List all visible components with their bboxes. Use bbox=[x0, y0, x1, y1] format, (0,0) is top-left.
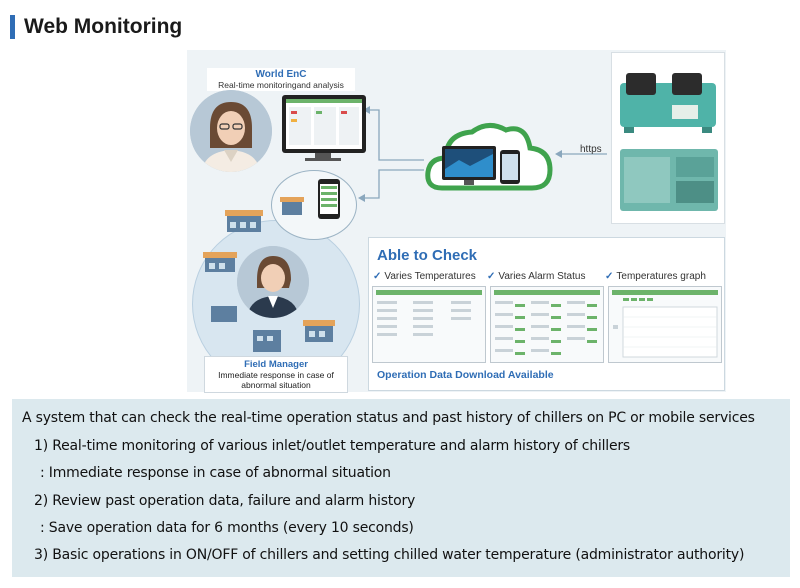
man-avatar-icon bbox=[237, 246, 309, 318]
world-enc-subtitle: Real-time monitoringand analysis bbox=[218, 80, 344, 90]
flow-arrows bbox=[358, 106, 607, 202]
description-panel: A system that can check the real-time op… bbox=[12, 399, 790, 577]
checkmark-icon: ✓ bbox=[487, 271, 496, 282]
description-line-2: 2) Review past operation data, failure a… bbox=[34, 493, 416, 509]
field-manager-subtitle-line1: Immediate response in case of bbox=[218, 370, 334, 380]
check-item-alarm-status: ✓Varies Alarm Status bbox=[487, 271, 585, 282]
description-line-1-detail: : Immediate response in case of abnormal… bbox=[40, 465, 391, 481]
monitor-stand bbox=[315, 153, 331, 159]
field-manager-title: Field Manager bbox=[244, 359, 308, 370]
check-item-temperature-graph: ✓Temperatures graph bbox=[605, 271, 706, 282]
field-manager-avatar bbox=[237, 246, 309, 318]
description-line-3: 3) Basic operations in ON/OFF of chiller… bbox=[34, 547, 745, 563]
page-title: Web Monitoring bbox=[24, 15, 183, 38]
temperatures-screenshot bbox=[372, 286, 486, 363]
monitor-screen bbox=[286, 99, 362, 149]
check-item-temperatures: ✓Varies Temperatures bbox=[373, 271, 476, 282]
checkmark-icon: ✓ bbox=[605, 271, 614, 282]
monitor-base bbox=[305, 158, 341, 161]
world-enc-label: World EnC Real-time monitoringand analys… bbox=[207, 68, 355, 91]
field-manager-subtitle-line2: abnormal situation bbox=[241, 380, 311, 390]
https-label: https bbox=[580, 144, 602, 155]
able-to-check-title: Able to Check bbox=[377, 247, 478, 264]
description-line-2-detail: : Save operation data for 6 months (ever… bbox=[40, 520, 414, 536]
arrow-to-mobile bbox=[365, 169, 424, 199]
chiller-unit-icon bbox=[620, 73, 718, 211]
section-header: Web Monitoring bbox=[10, 15, 182, 39]
dashboard-preview bbox=[286, 99, 362, 145]
arrow-to-enc bbox=[370, 109, 424, 161]
description-intro: A system that can check the real-time op… bbox=[22, 410, 755, 426]
desktop-monitor bbox=[282, 95, 366, 153]
mobile-phone-icon bbox=[280, 179, 340, 219]
field-manager-label: Field Manager Immediate response in case… bbox=[204, 356, 348, 393]
chiller-equipment-panel bbox=[611, 52, 725, 224]
heading-accent-bar bbox=[10, 15, 15, 39]
check-item-label: Temperatures graph bbox=[616, 271, 706, 282]
download-note: Operation Data Download Available bbox=[377, 369, 554, 381]
description-line-1: 1) Real-time monitoring of various inlet… bbox=[34, 438, 631, 454]
alarm-status-screenshot bbox=[490, 286, 604, 363]
woman-avatar-icon bbox=[190, 90, 272, 172]
world-enc-avatar bbox=[190, 90, 272, 172]
cloud-icon bbox=[425, 123, 553, 191]
check-item-label: Varies Temperatures bbox=[384, 271, 476, 282]
able-to-check-panel: Able to Check ✓Varies Temperatures ✓Vari… bbox=[368, 237, 725, 391]
check-item-label: Varies Alarm Status bbox=[498, 271, 586, 282]
cloud-server bbox=[424, 120, 554, 196]
world-enc-title: World EnC bbox=[255, 69, 307, 80]
checkmark-icon: ✓ bbox=[373, 271, 382, 282]
temperature-graph-screenshot bbox=[608, 286, 722, 363]
mobile-speech-bubble bbox=[271, 170, 357, 240]
system-diagram: World EnC Real-time monitoringand analys… bbox=[187, 50, 726, 393]
building-icons bbox=[203, 210, 335, 352]
